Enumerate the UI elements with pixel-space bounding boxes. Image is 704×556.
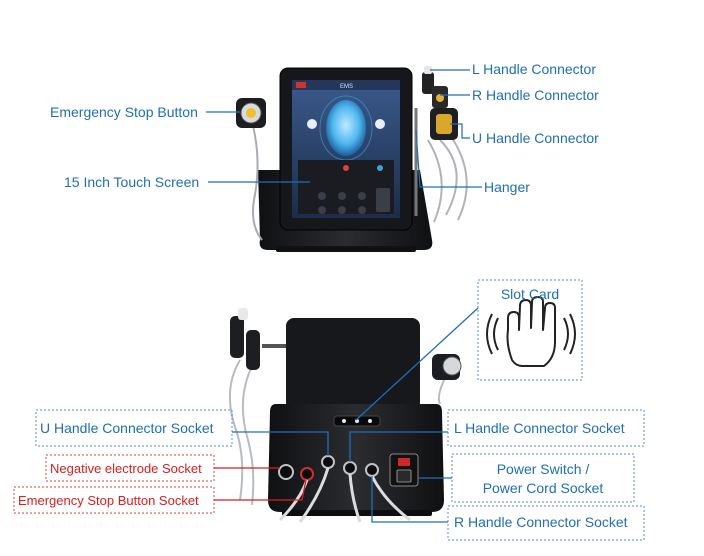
screen-btn xyxy=(318,206,326,214)
screen-play-left-icon xyxy=(307,119,317,129)
emergency-stop-cap xyxy=(246,108,256,118)
label-emergency-stop-button: Emergency Stop Button xyxy=(50,104,198,120)
label-hanger: Hanger xyxy=(484,179,530,195)
handle-cable-2 xyxy=(452,138,467,220)
label-slot-card: Slot Card xyxy=(478,286,582,303)
label-touch-screen: 15 Inch Touch Screen xyxy=(64,174,199,190)
screen-play-right-icon xyxy=(375,119,385,129)
label-power-cord-socket: Power Cord Socket xyxy=(452,480,634,497)
negative-electrode-socket xyxy=(279,465,293,479)
power-cord-socket xyxy=(397,470,411,482)
screen-blue-indicator xyxy=(377,165,383,171)
rear-left-cable xyxy=(243,366,253,505)
emergency-stop-socket xyxy=(301,468,313,480)
power-switch-icon xyxy=(398,458,410,466)
u-handle-socket xyxy=(322,456,334,468)
label-r-handle-connector: R Handle Connector xyxy=(472,87,599,103)
rear-view-device xyxy=(230,308,461,522)
screen-btn xyxy=(318,192,326,200)
l-handle-socket xyxy=(344,462,356,474)
u-handle-gold xyxy=(436,114,452,134)
screen-btn xyxy=(358,206,366,214)
front-device-foot xyxy=(276,246,416,252)
screen-btn xyxy=(358,192,366,200)
screen-btn xyxy=(338,192,346,200)
slot-card-led xyxy=(368,419,372,423)
rear-emergency-stop-icon xyxy=(443,357,461,375)
screen-slider xyxy=(376,188,390,212)
handle-cable-1 xyxy=(440,140,457,215)
rear-monitor-back xyxy=(286,318,420,410)
label-u-handle-socket: U Handle Connector Socket xyxy=(40,420,214,437)
front-view-device: EMS xyxy=(236,66,467,252)
screen-logo xyxy=(296,82,306,88)
label-emergency-stop-socket: Emergency Stop Button Socket xyxy=(18,492,199,509)
slot-card-led xyxy=(342,419,346,423)
rear-hanger-arm xyxy=(262,344,286,348)
label-negative-electrode-socket: Negative electrode Socket xyxy=(50,460,202,477)
label-r-handle-socket: R Handle Connector Socket xyxy=(454,514,628,531)
rear-right-cable xyxy=(439,376,446,404)
label-u-handle-connector: U Handle Connector xyxy=(472,130,599,146)
handle-cable-3 xyxy=(428,140,442,222)
rear-left-handle xyxy=(246,330,260,370)
screen-red-indicator xyxy=(343,165,349,171)
screen-header-text: EMS xyxy=(340,84,353,90)
r-handle-socket xyxy=(366,464,378,476)
rear-left-handle xyxy=(230,316,244,358)
label-power-switch: Power Switch / xyxy=(452,461,634,478)
screen-btn xyxy=(338,206,346,214)
label-l-handle-socket: L Handle Connector Socket xyxy=(454,420,625,437)
rear-left-handle-tip xyxy=(238,308,248,320)
label-l-handle-connector: L Handle Connector xyxy=(472,61,596,77)
screen-face-graphic xyxy=(326,100,366,156)
